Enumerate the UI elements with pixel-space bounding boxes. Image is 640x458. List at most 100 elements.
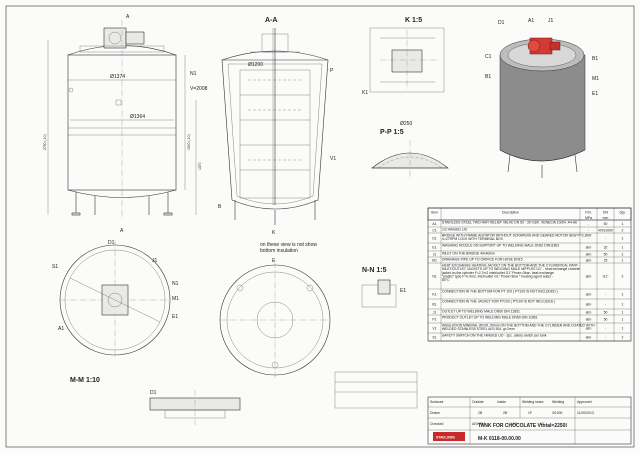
table-desc-cell: SAFETY SWITCH ON THE HINGED LID - 2pc. s… [442,334,547,338]
table-cell: 1 [622,302,624,306]
table-cell: atm [586,310,592,314]
table-desc-cell: INLET ON THE BRIDGE 40x40mm [442,252,495,256]
table-cell: - [605,326,606,330]
table-cell: 1 [622,326,624,330]
table-cell: 1 [622,292,624,296]
callout-a1-iso: A1 [528,18,534,24]
dim-h2750: 2750 (-10) [43,134,47,150]
section-m-m: M-M 1:10 D1 [70,377,241,425]
table-cell: 50 [604,222,608,226]
callout-j1-top: J1 [152,258,158,264]
callout-a1-top: A1 [58,326,64,332]
table-desc-cell: STAINLESS STEEL TWO-WAY RELIEF VALVE DN … [442,221,577,225]
front-view: Ø1374 Ø1364 2750 (-10) 1500 (-10) 1370 N… [43,14,208,234]
table-cell: 1 [622,310,624,314]
table-desc-cell: CONNECTION IN THE BOTTOM FOR PT 100 ( PT… [442,290,558,294]
table-header-cell: DN [603,211,608,215]
tb-surface: Surfaces [430,400,444,404]
table-cell: 2 [622,228,624,232]
company-name: STAVLOWS [436,436,455,440]
tb-material: AISI 304 [472,422,485,426]
table-cell: - [605,335,606,339]
table-cell: 50 [604,310,608,314]
callout-b: B [218,204,222,210]
callout-k: K [272,230,276,236]
table-cell: A1 [432,222,436,226]
table-cell: S1 [432,335,436,339]
section-m-m-title: M-M 1:10 [70,377,100,384]
table-cell: 25 [604,258,608,262]
table-cell: K1 [432,292,436,296]
geared-motor-iso [527,37,561,55]
callout-c1-iso: C1 [485,54,492,60]
callout-b1-iso-left: B1 [485,74,491,80]
table-cell: atm [586,252,592,256]
section-n-n: N-N 1:5 E1 [361,267,406,308]
detail-k: K 1:5 K1 [362,17,445,96]
table-cell: - [588,228,589,232]
section-p-p: P-P 1:5 Ø250 [371,121,449,180]
tb-date: 11/20/2013 [577,411,594,415]
tb-seam: 1F [528,411,532,415]
view-e-label: E [272,258,276,264]
table-cell: 1 [622,222,624,226]
table-header-cell: Description [502,211,519,215]
approval-stamp [334,371,418,409]
tb-ra-out: 2B [478,411,483,415]
callout-n1-top: N1 [172,281,179,287]
tb-approved: Approved [577,400,592,404]
table-cell: atm [586,274,592,278]
table-desc-cell: CONNECTION IN THE JACKET FOR PT100 ( PT1… [442,300,555,304]
table-desc-cell: OUTLET UP TO WELDING MALE DN50 DIN 11851 [442,310,520,314]
table-cell: V1 [432,326,436,330]
table-cell: 1 [622,317,624,321]
table-cell: B1 [432,302,436,306]
callout-n1-front: N1 [190,71,197,77]
table-desc-cell: INSULATION MINERAL WOOL 50mm ON THE BOTT… [442,324,595,332]
callout-j1-iso: J1 [548,18,554,24]
detail-k-title: K 1:5 [405,17,422,24]
table-cell: 50 [604,252,608,256]
callout-p-top: P [330,68,334,74]
tb-ra-in: 2B [503,411,508,415]
callout-b1-iso-right: B1 [592,56,598,62]
table-cell: D1 [432,236,436,240]
table-desc-cell: PRODUCT OUTLET UP TO WELDING MALE DN50 D… [442,316,538,320]
table-cell: - [588,222,589,226]
table-cell: 2 [622,274,624,278]
callout-d1-mm: D1 [150,390,157,396]
table-cell: M1 [432,258,437,262]
callout-k1: K1 [362,90,368,96]
table-unit-cell: MPa [585,216,592,220]
dim-d1374: Ø1374 [110,74,125,80]
table-desc-cell: WASHING NOZZLE ON SUPPORT UP TO WELDING … [442,244,559,248]
callout-m1-iso: M1 [592,76,599,82]
dim-h1500: 1500 (-10) [187,134,191,150]
table-desc-cell: BRIDGE WITH FRAME AGITATOR WITHOUT SCRAP… [442,234,592,242]
table-cell: E1 [432,245,436,249]
callout-v1: V1 [330,156,336,162]
section-a-a: A-A Ø1200 V1 K B P [218,17,336,236]
drawing-title: TANK FOR CHOCOLATE Vtotal=2250l [478,423,567,429]
callout-s1: S1 [52,264,58,270]
table-cell: 32 [604,245,608,249]
isometric-view: D1 A1 J1 C1 B1 B1 M1 E1 [485,18,599,178]
dim-d1364: Ø1364 [130,114,145,120]
tb-outside: Outside [472,400,484,404]
table-cell: 1 [622,258,624,262]
table-cell: 50 [604,317,608,321]
tb-sheet: 1/1 [540,422,545,426]
table-cell: G1" [603,274,610,278]
table-cell: atm [586,258,592,262]
tb-checked: Checked [430,422,443,426]
geared-motor-front [103,27,127,49]
dim-d250: Ø250 [400,121,412,127]
table-cell: 1 [622,245,624,249]
sheet-border [5,5,635,448]
tb-inside: Inside [497,400,506,404]
